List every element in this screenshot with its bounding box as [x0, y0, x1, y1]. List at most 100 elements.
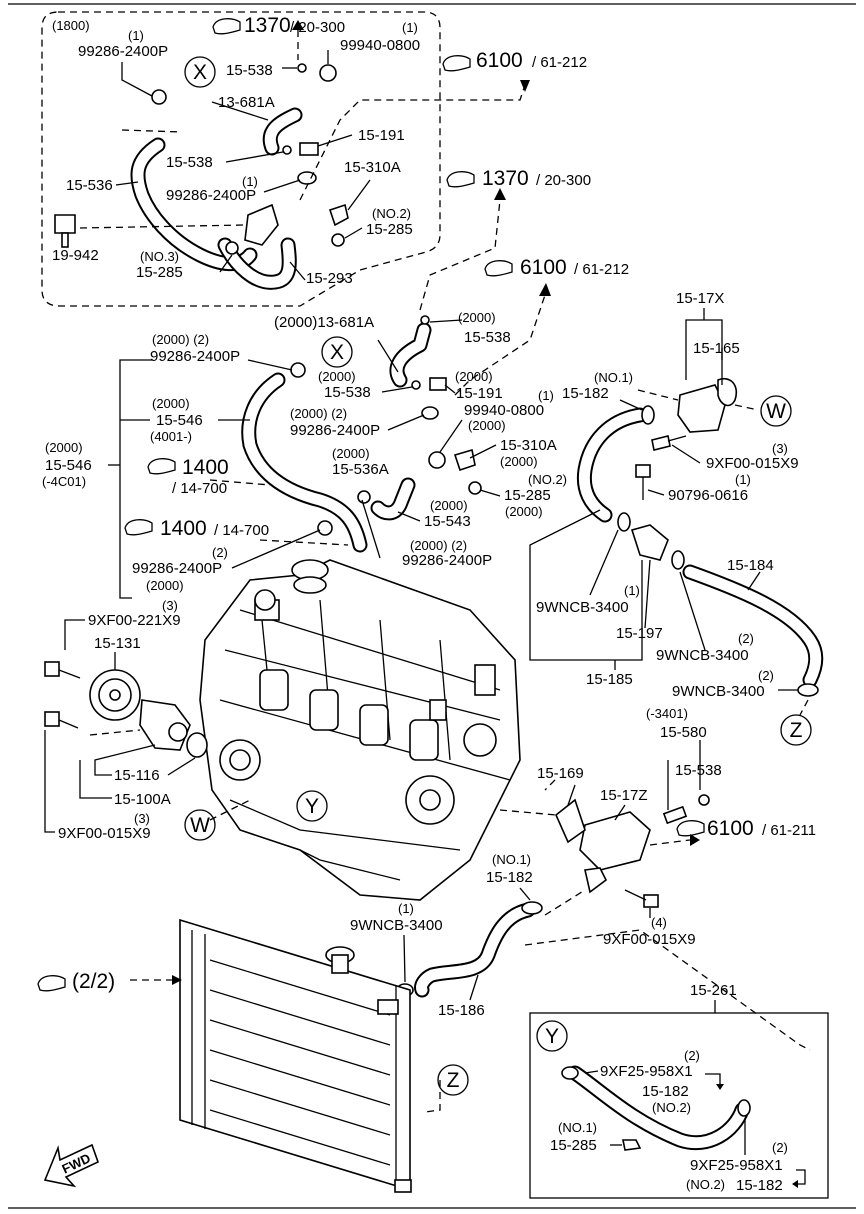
label-no1: (NO.1) [594, 370, 633, 385]
leader [167, 757, 196, 776]
outlet-15-17z [584, 867, 608, 894]
hand-pointer-icon-6100-b [484, 260, 513, 277]
marker-z-circle-right [780, 714, 812, 746]
part-15-538: 15-538 [464, 329, 511, 346]
part-15-182: 15-182 [486, 869, 533, 886]
part-15-261: 15-261 [690, 982, 737, 999]
leader [439, 419, 463, 453]
label-2000: (2000) [45, 440, 83, 455]
hose-15-186 [414, 902, 536, 998]
part-9xf00-221x9: 9XF00-221X9 [88, 612, 181, 629]
arrow-head [172, 975, 182, 985]
label-qty: (2) [738, 631, 754, 646]
leader [64, 619, 85, 650]
hand-pointer-icon-2-2 [37, 975, 66, 992]
part-99286-2400p: 99286-2400P [78, 43, 168, 60]
part-19-942: 19-942 [52, 247, 99, 264]
part-15-310a: 15-310A [344, 159, 401, 176]
clamp-15-182-mid [641, 405, 655, 425]
part-13-681a: 13-681A [218, 94, 275, 111]
label-1800: (1800) [52, 18, 90, 33]
arrow-head [792, 1180, 798, 1188]
leader [584, 1070, 599, 1074]
fwd-arrow [43, 1143, 99, 1188]
cap-99940-mid [428, 451, 446, 469]
clamp-15-285-top [331, 233, 345, 247]
hose-15-184 [682, 564, 824, 688]
label-3401: (-3401) [646, 706, 688, 721]
label-qty: (1) [242, 174, 258, 189]
clamp-99286b-top [297, 171, 317, 185]
leader [344, 227, 363, 239]
tee-15-191-top [299, 142, 319, 156]
clamp-99286-top [151, 89, 167, 105]
leader-dashed [209, 479, 271, 486]
leader [94, 744, 156, 776]
leader-dashed [424, 1080, 441, 1113]
leader [614, 804, 626, 821]
leader [647, 489, 665, 496]
part-15-538: 15-538 [226, 62, 273, 79]
hand-pointer-icon-1370-a [212, 18, 241, 35]
hand-pointer-icon-1400-a [147, 458, 176, 475]
leader [44, 730, 55, 833]
part-99286-2400p: 99286-2400P [166, 187, 256, 204]
clamp-9wncb-a [617, 512, 631, 532]
bracket-15-293-top [244, 203, 279, 246]
marker-w-left: W [190, 814, 210, 837]
marker-z-circle-radiator [437, 1064, 469, 1096]
part-15-293: 15-293 [306, 270, 353, 287]
leader [79, 760, 112, 799]
ref-61-211: / 61-211 [762, 822, 816, 839]
leader [317, 134, 353, 147]
part-15-191: 15-191 [358, 127, 405, 144]
part-15-536a: 15-536A [332, 461, 389, 478]
part-15-169: 15-169 [537, 765, 584, 782]
label-2000: (2000) [455, 369, 493, 384]
part-9xf00-015x9: 9XF00-015X9 [58, 825, 151, 842]
part-15-310a: 15-310A [500, 437, 557, 454]
part-15-285: 15-285 [136, 264, 183, 281]
part-15-165: 15-165 [693, 340, 740, 357]
leader [796, 1169, 806, 1185]
leader [567, 784, 576, 806]
part-9xf00-015x9: 9XF00-015X9 [603, 931, 696, 948]
part-9wncb-3400: 9WNCB-3400 [672, 683, 765, 700]
arrow-head [292, 20, 304, 30]
gasket-15-116 [186, 732, 208, 758]
leader [219, 254, 233, 273]
hose-15-261 [567, 1065, 750, 1151]
leader [589, 529, 619, 596]
part-15-538: 15-538 [166, 154, 213, 171]
clamp-no3-top [225, 241, 239, 255]
part-15-197: 15-197 [616, 625, 663, 642]
marker-y-circle-box [536, 1020, 568, 1052]
label-4c01: (-4C01) [42, 474, 86, 489]
arrow-head [716, 1084, 724, 1090]
leader [377, 339, 399, 373]
bolt-19-942-shank [61, 232, 69, 248]
label-2000: (2000) [332, 446, 370, 461]
label-no2: (NO.2) [652, 1100, 691, 1115]
leader [247, 359, 293, 371]
part-99940-0800: 99940-0800 [340, 37, 420, 54]
part-90796-0616: 90796-0616 [668, 487, 748, 504]
leader-dashed [499, 809, 557, 816]
arrow-head [539, 283, 551, 296]
leader-dashed [799, 699, 809, 716]
leader [619, 399, 643, 411]
label-2000-qty: (2000) (2) [152, 332, 209, 347]
tee-15-191-mid [429, 377, 447, 391]
label-no2: (NO.2) [528, 472, 567, 487]
part-15-580: 15-580 [660, 724, 707, 741]
part-15-285: 15-285 [504, 487, 551, 504]
clamp-9wncb-b [671, 550, 685, 570]
label-no2: (NO.2) [372, 206, 411, 221]
label-2000-qty: (2000) (2) [410, 538, 467, 553]
clamp-15-182-lower [521, 901, 543, 915]
gasket-15-165 [717, 378, 737, 407]
ref-14-700: / 14-700 [214, 522, 269, 539]
leader [263, 179, 301, 193]
part-15-131: 15-131 [94, 635, 141, 652]
leader [211, 101, 269, 121]
